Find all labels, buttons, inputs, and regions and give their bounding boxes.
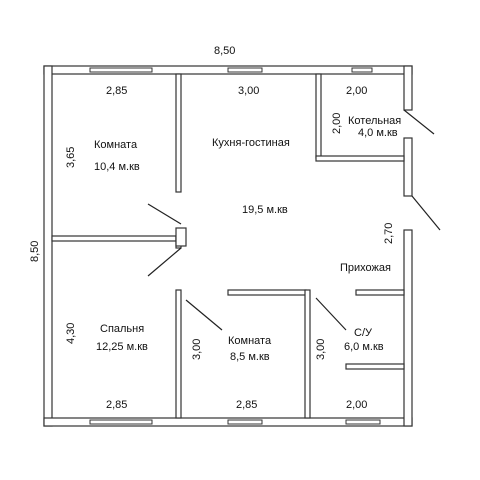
wall-room1-bedroom xyxy=(51,235,177,242)
dim-kitchen-width: 3,00 xyxy=(238,85,259,97)
dim-room1-height: 3,65 xyxy=(65,147,77,168)
door-boiler xyxy=(403,109,435,135)
dim-bottom-right-width: 2,00 xyxy=(346,399,367,411)
boiler-area: 4,0 м.кв xyxy=(358,127,398,139)
wall-bedroom-room2 xyxy=(175,289,182,419)
dim-bathroom-height: 3,00 xyxy=(315,339,327,360)
dimension-labels: 8,50 8,50 2,85 3,65 3,00 2,00 2,00 2,70 … xyxy=(29,45,395,411)
window-top-1 xyxy=(89,67,153,73)
wall-bath-top xyxy=(355,289,405,296)
wall-room2-bath xyxy=(304,289,311,419)
dim-room1-width: 2,85 xyxy=(106,85,127,97)
dim-bedroom-height: 4,30 xyxy=(65,323,77,344)
window-bottom-1 xyxy=(89,419,153,425)
wall-right-middle xyxy=(403,137,413,197)
dim-boiler-width: 2,00 xyxy=(346,85,367,97)
bedroom-area: 12,25 м.кв xyxy=(96,341,148,353)
door-room1 xyxy=(147,203,182,225)
door-entrance xyxy=(411,195,441,231)
wall-right-upper xyxy=(403,65,413,111)
room-top-left-area: 10,4 м.кв xyxy=(94,161,140,173)
wall-left xyxy=(43,65,53,427)
dim-bottom-mid-width: 2,85 xyxy=(236,399,257,411)
wall-right-lower xyxy=(403,229,413,427)
wall-boiler-bottom xyxy=(315,155,405,162)
dim-bottom-left-width: 2,85 xyxy=(106,399,127,411)
window-top-2 xyxy=(227,67,263,73)
door-room2 xyxy=(185,299,223,331)
doors xyxy=(147,109,441,331)
wall-boiler-left xyxy=(315,73,322,159)
door-bedroom xyxy=(147,247,182,277)
window-bottom-3 xyxy=(345,419,381,425)
window-bottom-2 xyxy=(227,419,263,425)
room-bottom-area: 8,5 м.кв xyxy=(230,351,270,363)
room-labels: Комната 10,4 м.кв Кухня-гостиная 19,5 м.… xyxy=(94,115,401,363)
door-frame-center xyxy=(175,227,187,247)
door-bathroom xyxy=(315,297,347,331)
dim-overall-left: 8,50 xyxy=(29,241,41,262)
windows xyxy=(89,67,381,425)
boiler-name: Котельная xyxy=(348,115,401,127)
kitchen-area: 19,5 м.кв xyxy=(242,204,288,216)
wall-bath-stub xyxy=(345,363,405,370)
room-top-left-name: Комната xyxy=(94,139,138,151)
dim-boiler-height: 2,00 xyxy=(331,113,343,134)
dim-hall-height: 2,70 xyxy=(383,223,395,244)
dim-overall-top: 8,50 xyxy=(214,45,235,57)
bedroom-name: Спальня xyxy=(100,323,144,335)
bathroom-area: 6,0 м.кв xyxy=(344,341,384,353)
bathroom-name: С/У xyxy=(354,327,373,339)
dim-room2-height: 3,00 xyxy=(191,339,203,360)
room-bottom-name: Комната xyxy=(228,335,272,347)
kitchen-name: Кухня-гостиная xyxy=(212,137,290,149)
wall-room1-kitchen xyxy=(175,73,182,193)
window-top-3 xyxy=(351,67,373,73)
wall-room2-hall xyxy=(227,289,307,296)
hallway-name: Прихожая xyxy=(340,262,391,274)
